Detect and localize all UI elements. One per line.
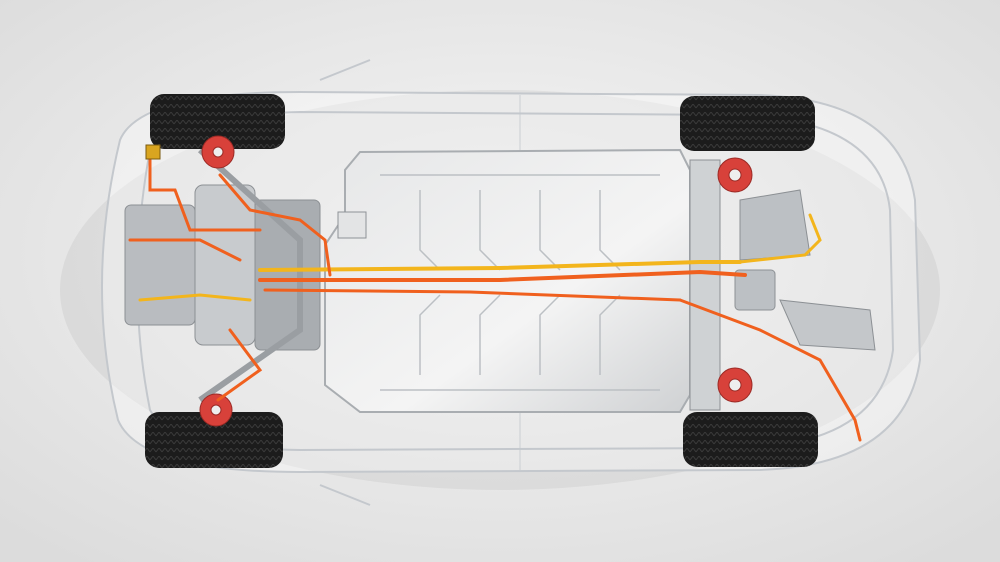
- front-right-wheel: [145, 412, 283, 468]
- front-left-wheel: [150, 94, 285, 149]
- high-voltage-cables: [128, 158, 862, 442]
- rear-right-wheel: [683, 412, 818, 467]
- front-motor: [124, 147, 321, 403]
- brake-discs: [199, 135, 753, 427]
- front-junction-box: [145, 144, 161, 160]
- rear-left-wheel: [680, 96, 815, 151]
- rear-components: [689, 159, 876, 411]
